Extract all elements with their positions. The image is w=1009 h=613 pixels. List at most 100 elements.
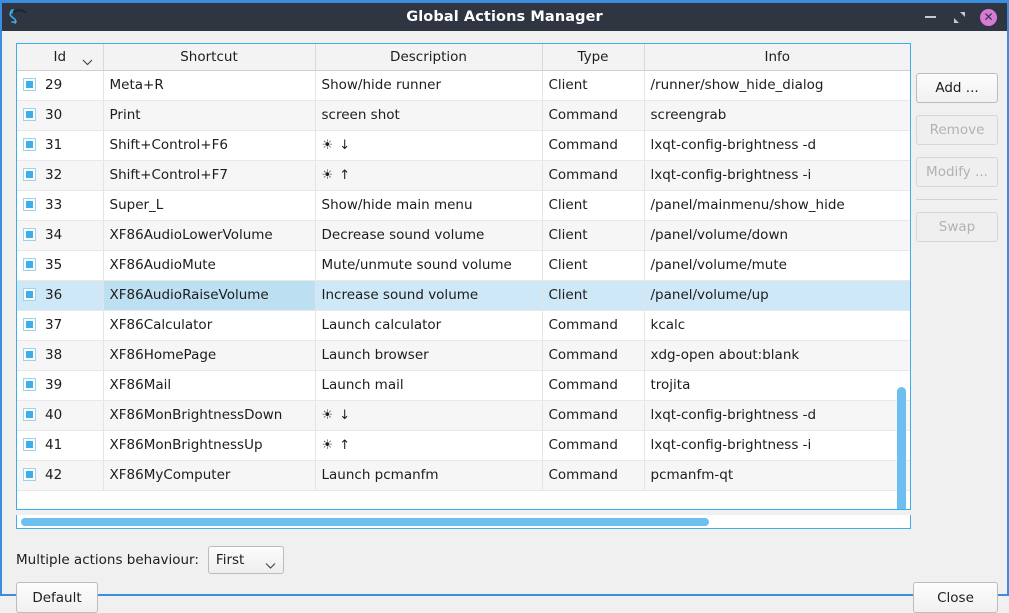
cell-type: Command xyxy=(542,130,645,161)
modify-button[interactable]: Modify ... xyxy=(916,157,998,187)
multiple-actions-behaviour-label: Multiple actions behaviour: xyxy=(16,552,199,568)
cell-info: /panel/volume/mute xyxy=(644,250,910,281)
close-icon[interactable]: ✕ xyxy=(980,8,997,26)
cell-shortcut: XF86AudioRaiseVolume xyxy=(103,280,316,311)
vertical-scrollbar[interactable] xyxy=(896,71,907,509)
cell-description: Show/hide runner xyxy=(315,70,543,101)
column-header-info[interactable]: Info xyxy=(644,44,910,71)
enabled-checkbox[interactable] xyxy=(23,258,36,271)
cell-info: /panel/volume/down xyxy=(644,220,910,251)
cell-id-value: 29 xyxy=(45,77,63,93)
cell-description: Launch calculator xyxy=(315,310,543,341)
multiple-actions-behaviour-value: First xyxy=(215,552,245,568)
multiple-actions-behaviour-select[interactable]: First xyxy=(207,546,284,574)
actions-table[interactable]: Id Shortcut Description Type Info 29 Meta… xyxy=(16,43,911,510)
close-button[interactable]: Close xyxy=(913,582,998,613)
cell-id-value: 36 xyxy=(45,287,63,303)
column-header-type[interactable]: Type xyxy=(542,44,645,71)
enabled-checkbox[interactable] xyxy=(23,318,36,331)
cell-id: 40 xyxy=(17,400,104,431)
enabled-checkbox[interactable] xyxy=(23,78,36,91)
cell-shortcut: XF86AudioLowerVolume xyxy=(103,220,316,251)
cell-id-value: 30 xyxy=(45,107,63,123)
titlebar[interactable]: Global Actions Manager ✕ xyxy=(2,3,1007,31)
add-button[interactable]: Add ... xyxy=(916,73,998,103)
cell-type: Command xyxy=(542,400,645,431)
enabled-checkbox[interactable] xyxy=(23,138,36,151)
chevron-down-icon xyxy=(82,53,93,66)
cell-info: screengrab xyxy=(644,100,910,131)
enabled-checkbox[interactable] xyxy=(23,468,36,481)
cell-id: 42 xyxy=(17,460,104,491)
cell-description: Decrease sound volume xyxy=(315,220,543,251)
swap-button[interactable]: Swap xyxy=(916,212,998,242)
cell-type: Client xyxy=(542,280,645,311)
enabled-checkbox[interactable] xyxy=(23,378,36,391)
cell-shortcut: XF86Calculator xyxy=(103,310,316,341)
button-separator xyxy=(916,199,998,200)
cell-id: 35 xyxy=(17,250,104,281)
enabled-checkbox[interactable] xyxy=(23,348,36,361)
cell-id: 30 xyxy=(17,100,104,131)
enabled-checkbox[interactable] xyxy=(23,108,36,121)
cell-id-value: 31 xyxy=(45,137,63,153)
cell-id: 32 xyxy=(17,160,104,191)
cell-id: 33 xyxy=(17,190,104,221)
cell-info: lxqt-config-brightness -i xyxy=(644,160,910,191)
column-header-id[interactable]: Id xyxy=(17,44,104,71)
cell-description: Mute/unmute sound volume xyxy=(315,250,543,281)
enabled-checkbox[interactable] xyxy=(23,198,36,211)
chevron-down-icon xyxy=(265,557,276,569)
cell-shortcut: Print xyxy=(103,100,316,131)
cell-shortcut: Shift+Control+F6 xyxy=(103,130,316,161)
cell-info: pcmanfm-qt xyxy=(644,460,910,491)
vertical-scrollbar-thumb[interactable] xyxy=(897,387,906,509)
enabled-checkbox[interactable] xyxy=(23,168,36,181)
multiple-actions-behaviour-row: Multiple actions behaviour: First xyxy=(16,546,284,574)
cell-shortcut: XF86Mail xyxy=(103,370,316,401)
enabled-checkbox[interactable] xyxy=(23,288,36,301)
enabled-checkbox[interactable] xyxy=(23,438,36,451)
cell-shortcut: XF86MonBrightnessUp xyxy=(103,430,316,461)
enabled-checkbox[interactable] xyxy=(23,228,36,241)
cell-id: 39 xyxy=(17,370,104,401)
cell-shortcut: Meta+R xyxy=(103,70,316,101)
cell-info: lxqt-config-brightness -i xyxy=(644,430,910,461)
horizontal-scrollbar-thumb[interactable] xyxy=(21,518,709,526)
cell-shortcut: XF86MonBrightnessDown xyxy=(103,400,316,431)
cell-description: ☀ ↓ xyxy=(315,130,543,161)
default-button[interactable]: Default xyxy=(16,582,98,613)
cell-info: /panel/volume/up xyxy=(644,280,910,311)
cell-id-value: 32 xyxy=(45,167,63,183)
cell-type: Command xyxy=(542,310,645,341)
horizontal-scrollbar[interactable] xyxy=(16,515,911,529)
cell-type: Command xyxy=(542,160,645,191)
cell-type: Client xyxy=(542,220,645,251)
column-header-shortcut[interactable]: Shortcut xyxy=(103,44,316,71)
cell-id-value: 34 xyxy=(45,227,63,243)
remove-button[interactable]: Remove xyxy=(916,115,998,145)
minimize-icon[interactable] xyxy=(922,9,939,26)
cell-info: lxqt-config-brightness -d xyxy=(644,130,910,161)
cell-id-value: 39 xyxy=(45,377,63,393)
cell-description: ☀ ↓ xyxy=(315,400,543,431)
column-header-description[interactable]: Description xyxy=(315,44,543,71)
maximize-icon[interactable] xyxy=(951,9,968,26)
enabled-checkbox[interactable] xyxy=(23,408,36,421)
cell-type: Command xyxy=(542,340,645,371)
